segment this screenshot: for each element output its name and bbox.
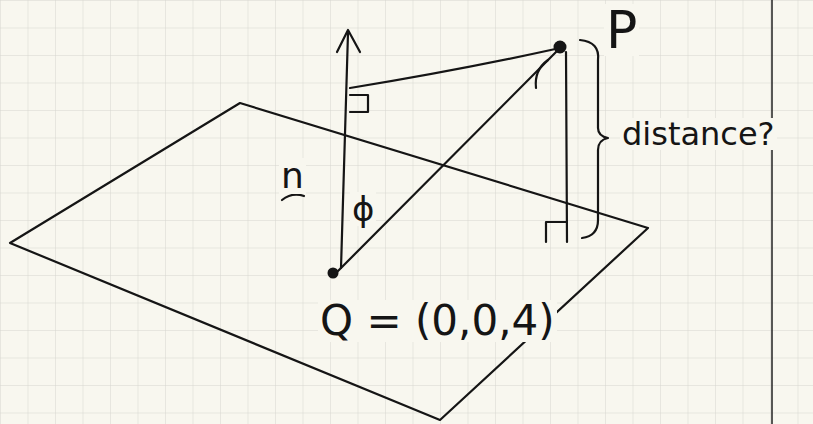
coordinate-label: Q = (0,0,4) [318, 300, 557, 342]
vector-underline [282, 195, 304, 200]
point-label: P [604, 4, 639, 56]
plane [10, 103, 648, 420]
point-q [328, 268, 339, 279]
right-angle-mark [350, 95, 368, 112]
normal-vector [341, 33, 348, 268]
point-p [554, 41, 567, 54]
right-angle-mark [546, 222, 566, 242]
vector-label: n [279, 158, 306, 194]
line-q-to-p [337, 48, 560, 272]
distance-label: distance? [620, 118, 777, 150]
angle-label: ϕ [350, 192, 376, 226]
bracket [580, 40, 608, 238]
margin-line [771, 0, 773, 424]
angle-arc [536, 60, 548, 88]
normal-arrowhead [337, 30, 360, 52]
perpendicular-to-plane [566, 52, 567, 242]
perpendicular-to-normal [350, 48, 560, 88]
